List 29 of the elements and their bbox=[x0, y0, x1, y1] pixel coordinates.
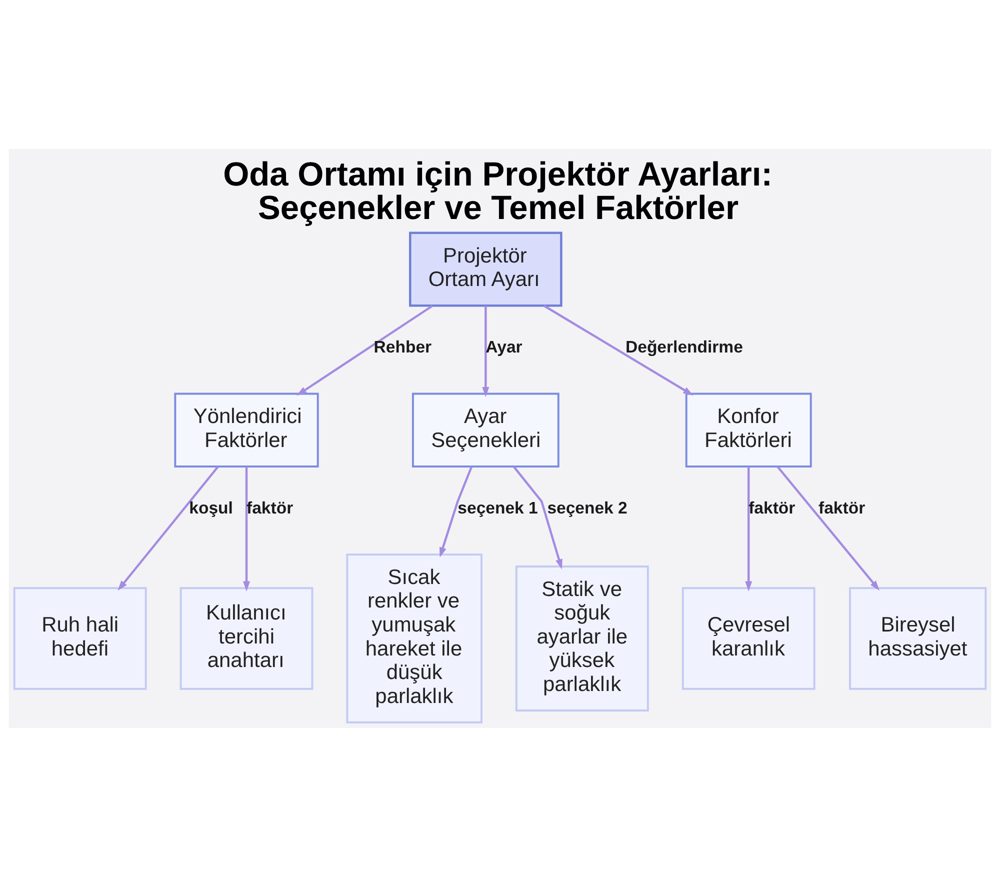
node-box: Sıcak renkler ve yumuşak hareket ile düşük parlaklık bbox=[346, 553, 482, 723]
arrow bbox=[513, 466, 562, 569]
arrow bbox=[439, 466, 473, 557]
node-box: Ayar Seçenekleri bbox=[412, 392, 560, 467]
arrow bbox=[745, 466, 752, 591]
arrow bbox=[482, 305, 490, 397]
node-box: Statik ve soğuk ayarlar ile yüksek parlaklık bbox=[515, 564, 649, 711]
arrow bbox=[118, 466, 219, 590]
edge-label: Rehber bbox=[374, 337, 432, 356]
node-box: Ruh hali hedefi bbox=[13, 586, 147, 690]
edge-label: faktör bbox=[748, 498, 796, 517]
node-box: Bireysel hassasiyet bbox=[849, 586, 987, 690]
edge-label: faktör bbox=[818, 498, 866, 517]
arrow bbox=[296, 304, 434, 396]
arrow bbox=[776, 466, 880, 590]
edge-label: seçenek 2 bbox=[547, 498, 628, 517]
edge-label: koşul bbox=[189, 498, 233, 517]
node-box: Yönlendirici Faktörler bbox=[174, 392, 319, 467]
node-box: Kullanıcı tercihi anahtarı bbox=[180, 586, 314, 690]
arrow bbox=[242, 466, 250, 591]
node-box: Konfor Faktörleri bbox=[685, 392, 812, 467]
edge-label: Değerlendirme bbox=[626, 337, 743, 356]
edge-label: Ayar bbox=[486, 337, 522, 356]
diagram-title: Oda Ortamı için Projektör Ayarları: Seçenekler ve Temel Faktörler bbox=[223, 156, 772, 227]
node-box: Çevresel karanlık bbox=[682, 586, 816, 690]
arrow bbox=[543, 304, 694, 395]
edge-label: seçenek 1 bbox=[458, 498, 538, 517]
edge-label: faktör bbox=[246, 498, 294, 517]
node-box: Projektör Ortam Ayarı bbox=[409, 231, 562, 306]
